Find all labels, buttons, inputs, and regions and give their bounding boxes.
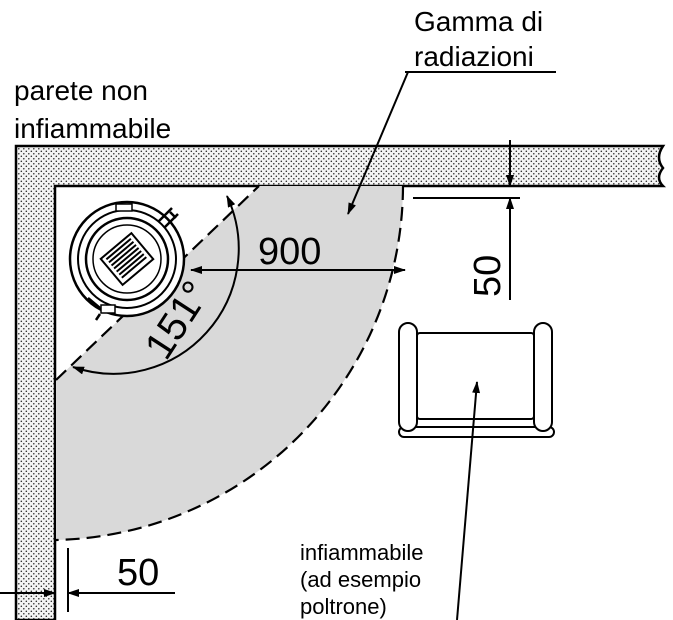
radiation-range-label-line2: radiazioni xyxy=(414,41,534,72)
radiation-range-leader xyxy=(347,71,409,215)
flammable-label-line1: infiammabile xyxy=(300,540,424,565)
back-clearance-dimension xyxy=(413,140,520,300)
back-clearance-value: 50 xyxy=(467,255,509,297)
angle-dimension-arc xyxy=(72,195,240,375)
non-flammable-wall xyxy=(14,144,667,620)
wall-label-line1: parete non xyxy=(14,75,148,106)
armchair xyxy=(398,322,555,438)
flammable-label-line3: poltrone) xyxy=(300,594,387,619)
flammable-leader xyxy=(456,381,481,620)
wall-label-line2: infiammabile xyxy=(14,113,171,144)
radius-dimension-value: 900 xyxy=(258,231,321,273)
side-clearance-value: 50 xyxy=(117,552,159,594)
side-clearance-dimension xyxy=(0,548,175,612)
flammable-label-line2: (ad esempio xyxy=(300,567,421,592)
radiation-range-label-line1: Gamma di xyxy=(414,6,543,37)
